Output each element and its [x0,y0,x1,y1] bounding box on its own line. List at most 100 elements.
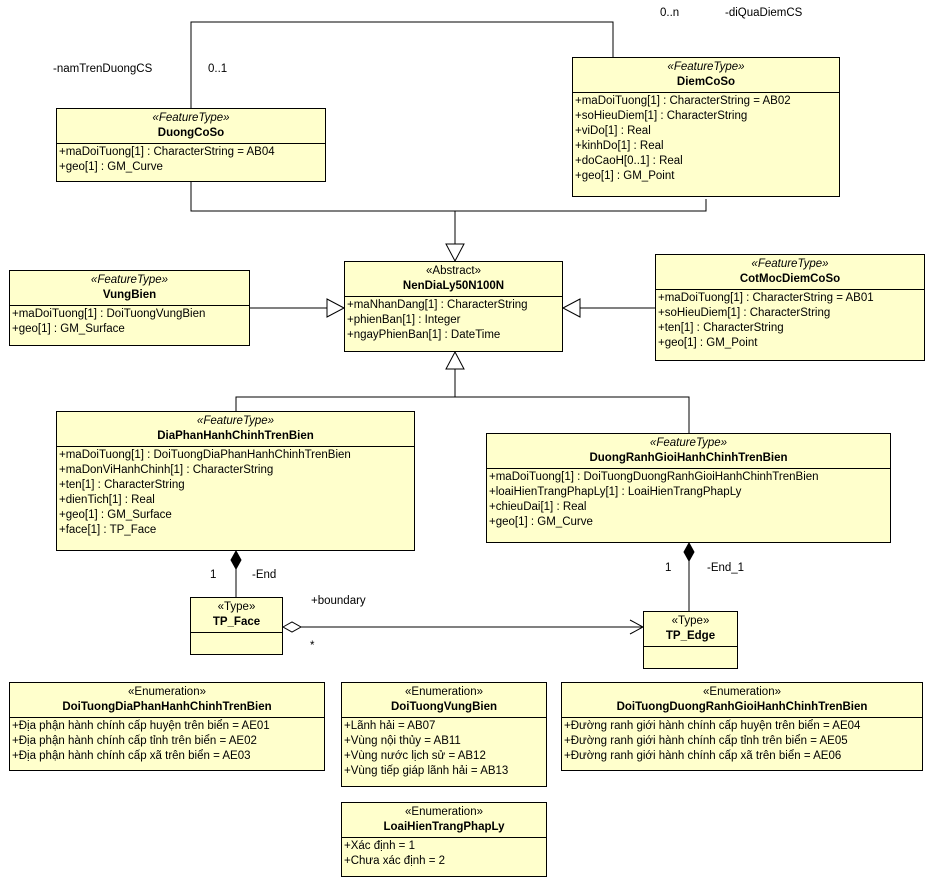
stereotype: «Abstract» [426,265,481,277]
attribute: +maNhanDang[1] : CharacterString [347,299,528,311]
enum-doituongdiaphanhanhchinhtrenbien[interactable]: «Enumeration» DoiTuongDiaPhanHanhChinhTr… [9,682,325,771]
class-tp-face[interactable]: «Type» TP_Face [190,597,283,655]
enum-literal: +Đường ranh giới hành chính cấp xã trên … [564,750,842,762]
stereotype: «FeatureType» [667,61,745,73]
enum-literal: +Lãnh hải = AB07 [344,720,436,732]
attribute: +geo[1] : GM_Surface [12,323,125,335]
multiplicity-label: 1 [665,562,672,574]
attribute: +ten[1] : CharacterString [658,322,784,334]
stereotype: «Type» [671,615,710,627]
stereotype: «Type» [217,601,256,613]
enum-literal: +Xác định = 1 [344,840,415,852]
class-name: CotMocDiemCoSo [739,273,841,285]
composition-diamond-edge [683,541,695,563]
class-duongcoso[interactable]: «FeatureType» DuongCoSo +maDoiTuong[1] :… [56,108,326,182]
literal-list: +Xác định = 1 +Chưa xác định = 2 [342,837,546,869]
multiplicity-label: 0..n [660,7,680,19]
attribute: +chieuDai[1] : Real [489,501,587,513]
attribute: +maDoiTuong[1] : DoiTuongDuongRanhGioiHa… [489,471,819,483]
class-name: DoiTuongDuongRanhGioiHanhChinhTrenBien [616,701,868,713]
stereotype: «Enumeration» [405,806,483,818]
class-tp-edge[interactable]: «Type» TP_Edge [643,611,738,669]
class-diaphanhanhchinhtrenbien[interactable]: «FeatureType» DiaPhanHanhChinhTrenBien +… [56,411,415,551]
role-label: -diQuaDiemCS [725,7,803,19]
class-name: DuongCoSo [157,127,225,139]
stereotype: «FeatureType» [196,415,275,427]
generalization-arrowhead-left [326,298,346,318]
class-vungbien[interactable]: «FeatureType» VungBien +maDoiTuong[1] : … [9,270,250,346]
class-name: TP_Face [212,616,261,628]
generalization-arrowhead-bottom [445,350,465,370]
empty-compartment [644,646,737,647]
attribute-list: +maDoiTuong[1] : DoiTuongDiaPhanHanhChin… [57,446,414,538]
enum-loaihientrangphaply[interactable]: «Enumeration» LoaiHienTrangPhapLy +Xác đ… [341,802,547,877]
attribute: +geo[1] : GM_Curve [59,161,163,173]
attribute-list: +maDoiTuong[1] : CharacterString = AB04 … [57,143,325,175]
association-duongcoso-diemcoso [190,21,614,108]
attribute: +kinhDo[1] : Real [575,140,664,152]
class-name: DiemCoSo [676,76,736,88]
stereotype: «Enumeration» [703,686,781,698]
class-name: DiaPhanHanhChinhTrenBien [157,430,314,442]
attribute-list: +maDoiTuong[1] : CharacterString = AB02 … [573,92,839,184]
literal-list: +Địa phận hành chính cấp huyện trên biển… [10,717,324,764]
attribute: +geo[1] : GM_Point [658,337,758,349]
generalization-arrowhead-top [445,243,465,263]
attribute: +viDo[1] : Real [575,125,651,137]
generalization-line-top [190,182,707,212]
attribute: +maDoiTuong[1] : DoiTuongDiaPhanHanhChin… [59,449,351,461]
role-label: -End [252,569,277,581]
class-diemcoso[interactable]: «FeatureType» DiemCoSo +maDoiTuong[1] : … [572,57,840,197]
literal-list: +Lãnh hải = AB07 +Vùng nội thủy = AB11 +… [342,717,546,779]
literal-list: +Đường ranh giới hành chính cấp huyện tr… [562,717,922,764]
attribute: +maDoiTuong[1] : DoiTuongVungBien [12,308,206,320]
class-name: DuongRanhGioiHanhChinhTrenBien [589,452,788,464]
stereotype: «FeatureType» [152,112,230,124]
stereotype: «Enumeration» [405,686,483,698]
enum-literal: +Vùng tiếp giáp lãnh hải = AB13 [344,765,509,777]
attribute: +soHieuDiem[1] : CharacterString [658,307,831,319]
multiplicity-label: * [310,640,315,652]
class-name: DoiTuongDiaPhanHanhChinhTrenBien [62,701,272,713]
class-name: TP_Edge [665,630,716,642]
stereotype: «FeatureType» [90,274,169,286]
class-name: LoaiHienTrangPhapLy [383,821,505,833]
enum-literal: +Đường ranh giới hành chính cấp huyện tr… [564,720,861,732]
class-name: NenDiaLy50N100N [402,280,505,292]
empty-compartment [191,632,282,633]
attribute: +doCaoH[0..1] : Real [575,155,683,167]
class-duongranhgioihanhchinhtrenbien[interactable]: «FeatureType» DuongRanhGioiHanhChinhTren… [486,433,891,543]
class-name: VungBien [102,289,157,301]
attribute-list: +maNhanDang[1] : CharacterString +phienB… [345,296,562,343]
class-cotmocdiemcoso[interactable]: «FeatureType» CotMocDiemCoSo +maDoiTuong… [655,254,925,361]
attribute: +maDonViHanhChinh[1] : CharacterString [59,464,274,476]
attribute: +geo[1] : GM_Curve [489,516,593,528]
enum-doituongvungbien[interactable]: «Enumeration» DoiTuongVungBien +Lãnh hải… [341,682,547,787]
attribute: +soHieuDiem[1] : CharacterString [575,110,748,122]
class-name: DoiTuongVungBien [390,701,498,713]
class-nendialy[interactable]: «Abstract» NenDiaLy50N100N +maNhanDang[1… [344,261,563,352]
stereotype: «FeatureType» [751,258,829,270]
stereotype: «FeatureType» [649,437,728,449]
attribute-list: +maDoiTuong[1] : CharacterString = AB01 … [656,289,924,351]
aggregation-diamond [281,621,303,633]
attribute: +geo[1] : GM_Point [575,170,675,182]
enum-literal: +Địa phận hành chính cấp xã trên biển = … [12,750,251,762]
attribute: +ten[1] : CharacterString [59,479,185,491]
attribute: +face[1] : TP_Face [59,524,157,536]
attribute: +phienBan[1] : Integer [347,314,461,326]
role-label: +boundary [311,595,366,607]
enum-literal: +Địa phận hành chính cấp tỉnh trên biển … [12,735,257,747]
stereotype: «Enumeration» [128,686,206,698]
enum-literal: +Đường ranh giới hành chính cấp tỉnh trê… [564,735,848,747]
enum-literal: +Vùng nội thủy = AB11 [344,735,461,747]
composition-diamond-face [230,549,242,571]
attribute: +maDoiTuong[1] : CharacterString = AB01 [658,292,874,304]
enum-doituongduongranhgioihanhchinhtrenbien[interactable]: «Enumeration» DoiTuongDuongRanhGioiHanhC… [561,682,923,771]
attribute-list: +maDoiTuong[1] : DoiTuongDuongRanhGioiHa… [487,468,890,530]
enum-literal: +Vùng nước lịch sử = AB12 [344,750,486,762]
attribute: +maDoiTuong[1] : CharacterString = AB04 [59,146,275,158]
attribute: +loaiHienTrangPhapLy[1] : LoaiHienTrangP… [489,486,742,498]
attribute: +geo[1] : GM_Surface [59,509,172,521]
